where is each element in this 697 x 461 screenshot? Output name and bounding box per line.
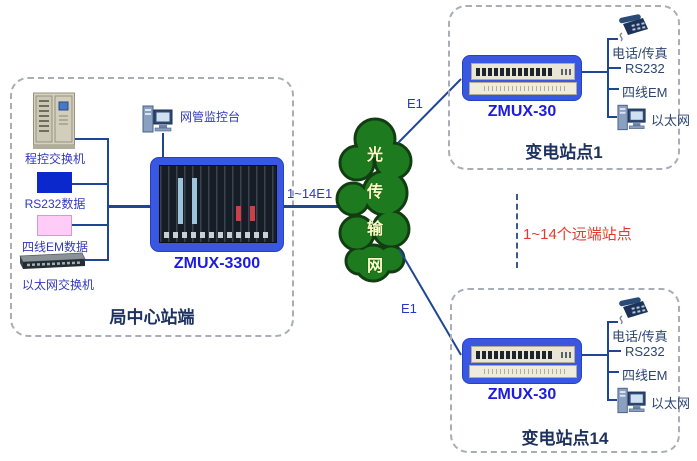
zmux-3300-label: ZMUX-3300: [173, 255, 261, 272]
zmux30-indicators: [561, 69, 571, 75]
site1-wire-bus: [607, 38, 609, 118]
center-site-title: 局中心站端: [109, 308, 195, 327]
rs232-data-block: [37, 172, 72, 193]
site14-ethernet-label: 以太网: [651, 396, 691, 411]
wire-nms: [162, 133, 164, 157]
zmux30-vents: [484, 369, 566, 374]
site1-phone-label: 电话/传真: [612, 46, 668, 61]
site14-phone-icon: [619, 297, 648, 325]
site1-title: 变电站点1: [525, 143, 603, 162]
cloud-char-2: 传: [366, 184, 383, 201]
cloud-char-1: 光: [366, 147, 383, 164]
zmux30-ports: [476, 351, 554, 359]
site14-wire-bus: [607, 321, 609, 401]
nms-console-icon: [142, 105, 173, 133]
site1-wire-device: [582, 71, 608, 73]
site14-zmux30-device: [462, 338, 582, 384]
site1-ethernet-icon: [617, 104, 646, 131]
rs232-data-label: RS232数据: [24, 197, 86, 211]
wire-eth-switch: [84, 259, 108, 261]
site14-box: [450, 288, 680, 453]
em-data-block: [37, 215, 72, 236]
card-slot-light-1: [178, 178, 183, 224]
wire-bus-to-mux: [107, 205, 151, 208]
nms-console-label: 网管监控台: [180, 110, 241, 124]
site14-stub-em: [607, 371, 619, 373]
site1-stub-eth: [607, 116, 617, 118]
site1-box: [448, 5, 680, 170]
site14-stub-rs232: [607, 350, 621, 352]
cloud-label: 光 传 输 网: [333, 137, 417, 285]
cloud-char-4: 网: [366, 258, 383, 275]
card-slot-red-1: [236, 206, 241, 221]
site14-em-label: 四线EM: [622, 368, 668, 383]
site14-wire-device: [582, 354, 608, 356]
e1-label-top: E1: [407, 96, 423, 111]
zmux30-vents: [484, 86, 566, 91]
site1-stub-phone: [607, 38, 618, 40]
card-slot-red-2: [250, 206, 255, 221]
e1-label-bottom: E1: [401, 301, 417, 316]
cloud-char-3: 输: [366, 221, 383, 238]
link-label-1-14e1: 1~14E1: [287, 186, 333, 201]
pbx-cabinet-icon: [33, 92, 75, 149]
zmux-3300-card-panel: [159, 165, 277, 243]
site14-stub-phone: [607, 321, 618, 323]
site1-stub-em: [607, 88, 619, 90]
site1-ethernet-label: 以太网: [651, 113, 691, 128]
ethernet-switch-icon: [19, 252, 86, 269]
remote-sites-note: 1~14个远端站点: [523, 226, 632, 243]
zmux30-vent-unit: [469, 365, 577, 378]
wire-em: [72, 224, 108, 226]
zmux30-vent-unit: [469, 82, 577, 95]
site14-stub-eth: [607, 399, 617, 401]
wire-bus-center: [107, 138, 109, 261]
zmux30-indicators: [561, 352, 571, 358]
site1-zmux30-label: ZMUX-30: [487, 103, 557, 120]
site14-title: 变电站点14: [521, 429, 609, 448]
zmux30-ports: [476, 68, 554, 76]
zmux30-port-unit: [471, 63, 575, 80]
site1-em-label: 四线EM: [622, 85, 668, 100]
em-data-label: 四线EM数据: [21, 240, 88, 254]
card-slot-light-2: [192, 178, 197, 224]
wire-pbx: [75, 138, 108, 140]
wire-mux-to-cloud: [284, 205, 340, 208]
connector-row: [164, 232, 272, 238]
site1-stub-rs232: [607, 67, 621, 69]
ethernet-switch-label: 以太网交换机: [21, 278, 94, 292]
optical-network-cloud: [335, 117, 413, 283]
site14-zmux30-label: ZMUX-30: [487, 386, 557, 403]
sites-continuation-line: [516, 194, 518, 268]
site14-ethernet-icon: [617, 387, 646, 414]
pbx-label: 程控交换机: [24, 152, 85, 166]
site14-rs232-label: RS232: [625, 344, 665, 359]
wire-rs232: [72, 183, 108, 185]
site14-phone-label: 电话/传真: [612, 329, 668, 344]
site1-rs232-label: RS232: [625, 61, 665, 76]
zmux-3300-device: [150, 157, 284, 252]
site1-phone-icon: [619, 14, 648, 42]
site1-zmux30-device: [462, 55, 582, 101]
zmux30-port-unit: [471, 346, 575, 363]
